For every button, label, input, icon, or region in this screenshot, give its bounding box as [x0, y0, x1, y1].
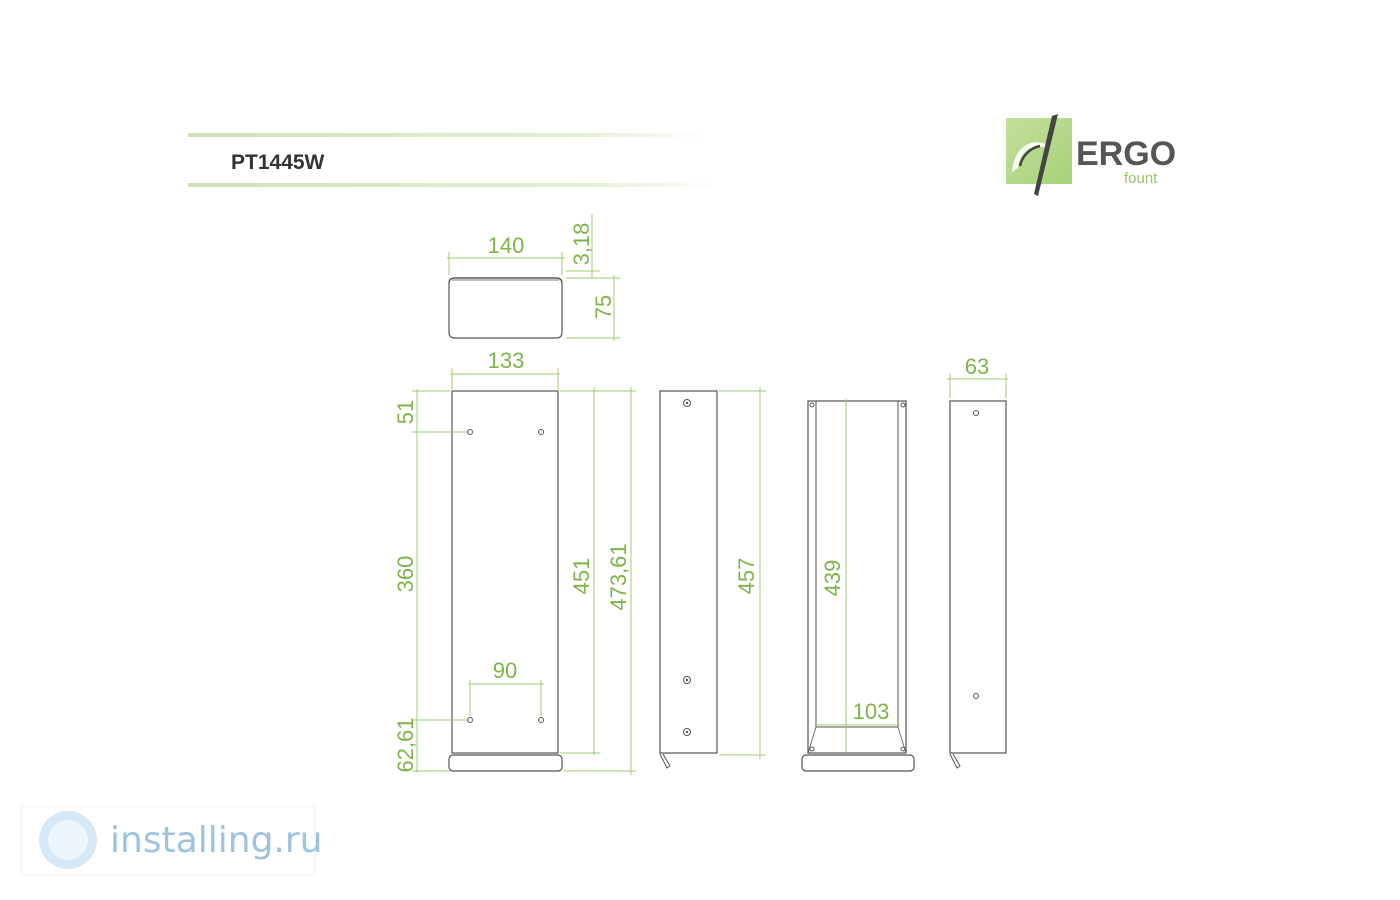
logo-curve-shape — [1018, 144, 1041, 167]
rear-bevel-left — [807, 726, 817, 754]
header-bottom-rule — [188, 183, 718, 187]
shelf-lip — [448, 277, 563, 284]
mount-hole-top-right — [538, 429, 544, 435]
header-top-rule — [188, 133, 708, 137]
dim-label-total-height: 473,61 — [606, 543, 631, 610]
front-view — [448, 390, 563, 772]
rear-screw-bl — [809, 746, 815, 752]
dim-label-hole-bottom-offset: 62,61 — [393, 717, 418, 772]
watermark-logo-inner — [48, 820, 88, 860]
logo-stroke-shape — [1034, 114, 1058, 196]
model-title: PT1445W — [231, 151, 325, 174]
narrow-side-tab — [949, 753, 961, 769]
rear-inner-panel — [815, 400, 899, 728]
dim-label-rear-inner-width: 103 — [853, 699, 890, 724]
dim-label-front-width: 133 — [488, 348, 525, 373]
side-view-right — [949, 400, 1007, 769]
dimensions: 140 3,18 75 133 51 360 90 62,61 451 473,… — [393, 214, 1008, 775]
watermark-text: installing.ru — [110, 820, 322, 861]
rear-base — [801, 754, 915, 772]
dim-label-hole-horizontal-spacing: 90 — [493, 658, 517, 683]
dim-label-hole-top-offset: 51 — [393, 400, 418, 424]
side-screw-middle — [683, 676, 691, 684]
side-screw-top — [683, 399, 691, 407]
side-view-left — [659, 390, 718, 769]
side-screw-top-core — [685, 401, 689, 405]
logo-brand-name: ERGO — [1076, 135, 1176, 173]
narrow-hole-top — [973, 410, 979, 416]
logo-arc-shape — [1012, 118, 1054, 172]
narrow-side-panel — [949, 400, 1007, 754]
dim-label-hole-vertical-spacing: 360 — [393, 556, 418, 593]
side-screw-middle-core — [685, 678, 689, 682]
top-view — [448, 277, 563, 339]
side-screw-bottom-core — [685, 730, 689, 734]
rear-screw-br — [900, 746, 906, 752]
front-panel — [451, 390, 559, 754]
dim-label-top-width: 140 — [488, 233, 525, 258]
rear-screw-tr — [900, 402, 906, 408]
dim-label-body-height: 451 — [569, 558, 594, 595]
side-panel — [659, 390, 718, 754]
dim-label-side-height: 457 — [734, 558, 759, 595]
watermark: installing.ru — [20, 806, 322, 876]
dim-label-side-depth: 63 — [965, 354, 989, 379]
rear-screw-tl — [809, 402, 815, 408]
side-tab — [659, 753, 671, 769]
dim-label-top-depth: 75 — [591, 295, 616, 319]
narrow-hole-bottom — [973, 693, 979, 699]
ergo-fount-logo: ERGO fount — [1006, 114, 1176, 196]
side-screw-bottom — [683, 728, 691, 736]
front-base — [448, 754, 563, 772]
header: PT1445W — [188, 133, 718, 187]
logo-brand-sub: fount — [1124, 170, 1158, 187]
mount-hole-bottom-right — [538, 717, 544, 723]
rear-view — [801, 400, 915, 772]
shelf-body — [448, 277, 563, 339]
dim-label-top-thickness: 3,18 — [569, 223, 594, 266]
dim-label-rear-inner-height: 439 — [820, 560, 845, 597]
